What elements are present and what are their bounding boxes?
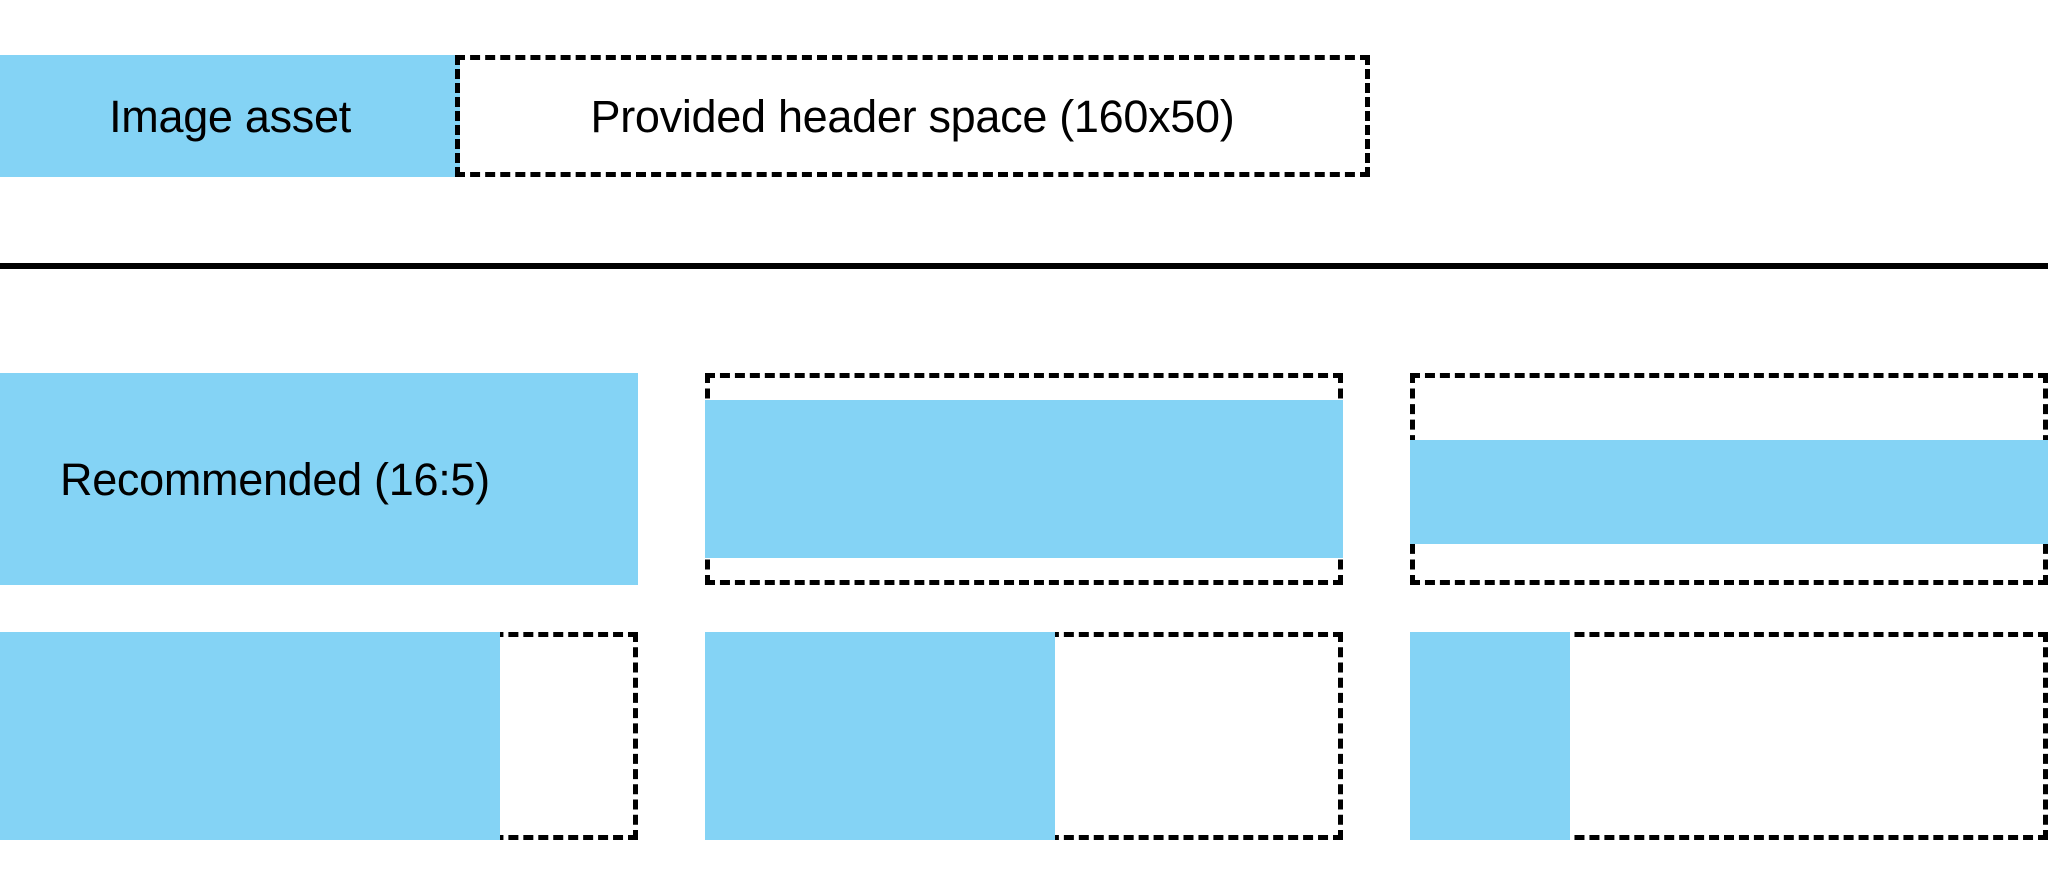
cell-left-fill-80: [0, 632, 638, 840]
specimen-grid: Recommended (16:5): [0, 373, 2048, 840]
cell-left-fill-24: [1410, 632, 2048, 840]
blue-fill-wide-inset: [705, 400, 1343, 558]
blue-fill-centered-band: [1410, 440, 2048, 544]
recommended-caption: Recommended (16:5): [60, 453, 490, 505]
blue-fill-left-24: [1410, 632, 1570, 840]
provided-header-space-box: Provided header space (160x50): [455, 55, 1370, 177]
blue-fill-full: Recommended (16:5): [0, 373, 638, 585]
aspect-ratio-row: Recommended (16:5): [0, 373, 2048, 585]
image-asset-label: Image asset: [109, 90, 351, 142]
cell-recommended-16-5: Recommended (16:5): [0, 373, 638, 585]
width-coverage-row: [0, 632, 2048, 840]
blue-fill-left-80: [0, 632, 500, 840]
cell-left-fill-55: [705, 632, 1343, 840]
legend: Image asset Provided header space (160x5…: [0, 55, 1370, 177]
cell-wide-inset: [705, 373, 1343, 585]
section-divider: [0, 263, 2048, 269]
provided-header-space-label: Provided header space (160x50): [590, 90, 1235, 142]
blue-fill-left-55: [705, 632, 1055, 840]
cell-centered-band: [1410, 373, 2048, 585]
image-asset-swatch: Image asset: [0, 55, 460, 177]
